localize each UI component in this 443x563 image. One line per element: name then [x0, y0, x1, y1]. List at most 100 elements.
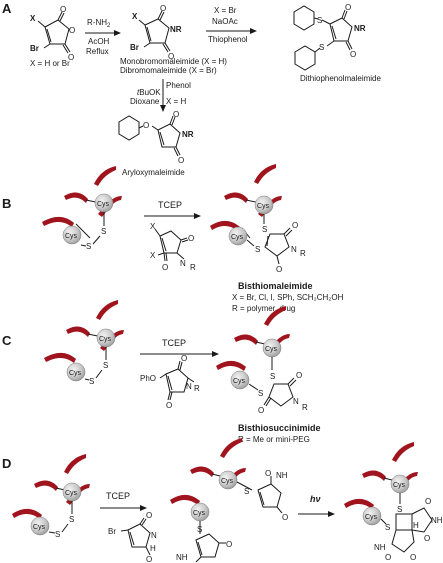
x-label: X — [30, 14, 36, 23]
aryloxy-nr: NR — [182, 130, 194, 139]
sulfur-d4: S — [197, 525, 202, 534]
maleimide-o-b1: O — [188, 234, 194, 243]
bromomaleimide-structure — [138, 10, 171, 53]
sulfur-b1: S — [101, 227, 106, 236]
sulfur-d3: S — [244, 487, 249, 496]
nh-label-d2: NH — [176, 553, 188, 562]
maleimide-br-label: Br — [130, 43, 139, 52]
reagent-amine: R-NH2 — [87, 18, 111, 29]
product-h-d: H — [413, 521, 419, 530]
bisthiosuccinimide-r-definition: R = Me or mini-PEG — [238, 435, 310, 444]
bisthiosuccinimide-caption: Bisthiosuccinimide — [238, 423, 321, 433]
sulfur-b4: S — [255, 245, 260, 254]
phenoxy-o-top: O — [181, 354, 187, 363]
nh-maleimide-o-bottom: O — [146, 555, 152, 563]
aryloxymaleimide-structure — [118, 115, 181, 157]
product-o-d3: O — [385, 553, 391, 562]
dithiophenolmaleimide-caption: Dithiophenolmaleimide — [300, 74, 381, 83]
maleimide-nr: NR — [170, 25, 182, 34]
cys-label-d1: Cys — [65, 490, 78, 497]
br-label: Br — [30, 44, 39, 53]
bisthiosuccinimide-product — [216, 306, 297, 407]
cys-label-d5: Cys — [393, 482, 406, 489]
panel-a-label: A — [2, 1, 12, 16]
maleimide-x-label: X — [132, 12, 138, 21]
reagent-tbuok: tBuOK — [137, 88, 161, 97]
phenoxymaleimide-structure — [159, 360, 195, 401]
panel-b-label: B — [2, 196, 11, 211]
cys-label-c2: Cys — [69, 370, 82, 377]
dithio-s-bottom: S — [319, 43, 324, 52]
sulfur-c4: S — [258, 389, 263, 398]
monobromomaleimide-caption: Monobromomaleimide (X = H) — [120, 57, 227, 66]
maleimide-x-top: X — [150, 222, 156, 231]
product-nh-d1: NH — [431, 516, 443, 525]
maleimide-o-bottom: O — [168, 52, 174, 61]
dithio-o-top: O — [345, 3, 351, 12]
product-o-d4: O — [410, 553, 416, 562]
dithio-o-bottom: O — [350, 50, 356, 59]
cys-label-b1: Cys — [97, 201, 110, 208]
dibromomaleimide-caption: Dibromomaleimide (X = Br) — [120, 66, 217, 75]
nh-maleimide-h: H — [150, 544, 156, 553]
panel-c-label: C — [2, 333, 12, 348]
disulfide-bond-c2 — [95, 369, 103, 379]
sulfur-b2: S — [86, 242, 91, 251]
sulfur-c1: S — [103, 361, 108, 370]
product-hn-d2: NH — [374, 543, 386, 552]
disulfide-bond-d2 — [61, 523, 69, 533]
reagent-acoh: AcOH — [88, 37, 110, 46]
disulfide-bond-b3 — [80, 244, 87, 247]
sulfur-b3: S — [262, 225, 267, 234]
dithio-nr: NR — [354, 24, 366, 33]
aryloxymaleimide-caption: Aryloxymaleimide — [122, 168, 185, 177]
sulfur-c2: S — [89, 377, 94, 386]
anhydride-o-bottom: O — [68, 53, 74, 62]
x-definition: X = H or Br — [30, 59, 70, 68]
intermediate-o-1: O — [282, 513, 288, 522]
phenoxy-o-bottom: O — [166, 401, 172, 410]
tcep-label-b: TCEP — [158, 200, 182, 210]
anhydride-o-top: O — [60, 5, 66, 14]
bisthio-x-definition: X = Br, Cl, I, SPh, SCH₂CH₂OH — [232, 293, 344, 302]
maleimide-o-b2: O — [162, 263, 168, 272]
product-r-c: R — [302, 403, 308, 412]
hv-label: hν — [310, 494, 321, 504]
bromomaleimide-nh-structure — [120, 517, 151, 556]
intermediate-o-2: O — [265, 469, 271, 478]
disulfide-bond-d3 — [48, 531, 56, 534]
maleimide-o-top: O — [160, 4, 166, 13]
cys-label-c4: Cys — [233, 378, 246, 385]
product-o-c2: O — [258, 406, 264, 415]
cys-label-b4: Cys — [231, 234, 244, 241]
phenoxy-r: R — [194, 384, 200, 393]
reagent-phenol: Phenol — [166, 81, 191, 90]
dithiophenolmaleimide-structure — [293, 5, 353, 71]
aryloxy-o-ether: O — [143, 121, 149, 130]
disulfide-bond-c3 — [84, 378, 90, 381]
maleimide-r-b: R — [190, 263, 196, 272]
condition-x-br: X = Br — [214, 6, 237, 15]
bis-maleimide-intermediate — [170, 438, 283, 563]
cyclobutane-crosslinked-product — [344, 442, 433, 553]
reagent-reflux: Reflux — [86, 47, 109, 56]
product-o-d1: O — [425, 497, 431, 506]
antibody-disulfide-reactant-d — [12, 454, 90, 536]
cys-label-b2: Cys — [65, 233, 78, 240]
product-o-c1: O — [296, 371, 302, 380]
bisthio-r-definition: R = polymer, drug — [232, 304, 295, 313]
tcep-label-d: TCEP — [106, 491, 130, 501]
product-n-c: N — [293, 397, 299, 406]
intermediate-o-3: O — [226, 540, 232, 549]
nh-maleimide-n: N — [151, 531, 157, 540]
product-r-b: R — [300, 249, 306, 258]
aryloxy-o-top: O — [173, 110, 179, 119]
dithio-s-top: S — [317, 16, 322, 25]
sulfur-d2: S — [55, 530, 60, 539]
pho-label: PhO — [140, 374, 156, 383]
aryloxy-o-bottom: O — [178, 156, 184, 165]
sulfur-d6: S — [385, 523, 390, 532]
br-label-d: Br — [108, 527, 116, 536]
maleimide-n-b: N — [180, 259, 186, 268]
product-o-b1: O — [292, 221, 298, 230]
